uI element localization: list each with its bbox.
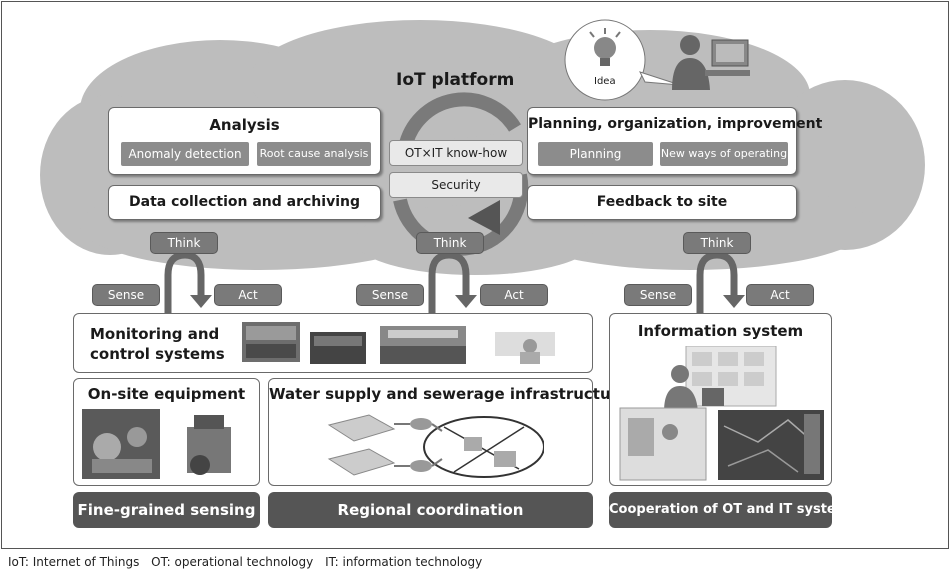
- information-system-box: Information system: [609, 313, 832, 486]
- footnote: IoT: Internet of Things OT: operational …: [8, 555, 490, 569]
- person-at-computer-icon: [672, 35, 750, 90]
- water-infrastructure-box: Water supply and sewerage infrastructure: [268, 378, 629, 486]
- act-tag-left: Act: [214, 284, 282, 306]
- on-site-equipment-box: On-site equipment: [73, 378, 260, 486]
- planning-title: Planning, organization, improvement: [528, 116, 823, 132]
- sense-tag-left: Sense: [92, 284, 160, 306]
- information-system-images: [619, 346, 824, 481]
- bottom-bar-ot-it-cooperation: Cooperation of OT and IT systems: [609, 492, 857, 528]
- new-ways-of-operating-chip: New ways of operating: [660, 142, 788, 166]
- information-system-title: Information system: [637, 322, 804, 340]
- infrastructure-illustration: [327, 414, 544, 478]
- monitoring-title-line2: control systems: [90, 345, 225, 363]
- analysis-box: Analysis Anomaly detection Root cause an…: [108, 107, 381, 175]
- root-cause-analysis-chip: Root cause analysis: [257, 142, 371, 166]
- think-loop-arrow-icon: [164, 251, 738, 313]
- monitoring-title: Monitoring and control systems: [90, 324, 225, 364]
- idea-label: Idea: [594, 76, 616, 87]
- think-tag-left: Think: [150, 232, 218, 254]
- water-infrastructure-title: Water supply and sewerage infrastructure: [269, 385, 629, 403]
- sense-tag-right: Sense: [624, 284, 692, 306]
- think-tag-center: Think: [416, 232, 484, 254]
- security-pill: Security: [389, 172, 523, 198]
- planning-box: Planning, organization, improvement Plan…: [527, 107, 823, 175]
- lightbulb-icon: [589, 28, 621, 66]
- think-tag-right: Think: [683, 232, 751, 254]
- feedback-box: Feedback to site: [527, 185, 797, 220]
- data-collection-title: Data collection and archiving: [129, 194, 360, 210]
- footnote-it: IT: information technology: [325, 555, 483, 569]
- bottom-bar-fine-grained-sensing: Fine-grained sensing: [73, 492, 260, 528]
- bottom-bar-regional-coordination: Regional coordination: [268, 492, 593, 528]
- footnote-ot: OT: operational technology: [151, 555, 314, 569]
- feedback-title: Feedback to site: [596, 194, 728, 210]
- footnote-iot: IoT: Internet of Things: [8, 555, 140, 569]
- act-tag-center: Act: [480, 284, 548, 306]
- ot-it-know-how-pill: OT×IT know-how: [389, 140, 523, 166]
- act-tag-right: Act: [746, 284, 814, 306]
- platform-title: IoT platform: [396, 70, 515, 90]
- monitoring-title-line1: Monitoring and: [90, 325, 220, 343]
- monitoring-control-box: Monitoring and control systems: [73, 313, 593, 373]
- analysis-title: Analysis: [209, 116, 280, 134]
- sense-tag-center: Sense: [356, 284, 424, 306]
- equipment-images: [82, 409, 231, 479]
- on-site-equipment-title: On-site equipment: [87, 385, 246, 403]
- anomaly-detection-chip: Anomaly detection: [121, 142, 249, 166]
- planning-chip: Planning: [538, 142, 653, 166]
- data-collection-box: Data collection and archiving: [108, 185, 381, 220]
- control-room-images: [242, 322, 555, 364]
